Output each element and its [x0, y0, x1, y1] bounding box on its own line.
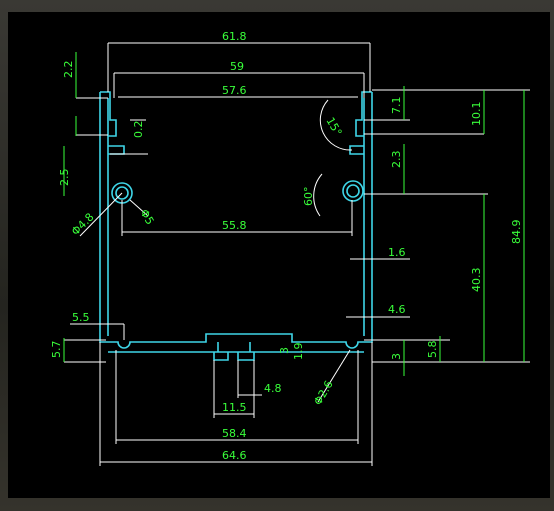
dim-84-9: 84.9: [510, 220, 523, 245]
dia-4-8: Φ4.8: [69, 210, 97, 238]
dim-2-2: 2.2: [62, 61, 75, 79]
center-boss: [217, 342, 251, 352]
dim-64-6: 64.6: [222, 449, 247, 462]
dim-3: 3: [390, 353, 403, 360]
dim-40-3: 40.3: [470, 268, 483, 293]
dim-2-5: 2.5: [58, 169, 71, 187]
dim-3-small: 3: [278, 347, 291, 354]
center-slot: [213, 352, 255, 361]
dim-5-7: 5.7: [50, 341, 63, 359]
cad-drawing-screen: [8, 12, 550, 498]
dim-57-6: 57.6: [222, 84, 247, 97]
dimension-lines: [64, 42, 530, 466]
angle-15: 15°: [323, 115, 344, 138]
dimension-labels: 61.8 59 57.6 55.8 58.4 64.6 11.5 4.8 5.5…: [50, 30, 523, 462]
left-screw-hole: [115, 186, 129, 200]
left-wall-outer: [99, 92, 112, 343]
dim-61-8: 61.8: [222, 30, 247, 43]
dim-4-8: 4.8: [264, 382, 282, 395]
angle-60: 60°: [302, 187, 315, 207]
dim-0-2: 0.2: [132, 121, 145, 139]
right-screw-hole: [346, 184, 360, 198]
dim-10-1: 10.1: [470, 102, 483, 127]
right-rail: [349, 145, 364, 155]
right-screw-ring: [342, 180, 364, 202]
dim-58-4: 58.4: [222, 427, 247, 440]
dim-59: 59: [230, 60, 244, 73]
dim-4-6: 4.6: [388, 303, 406, 316]
dia-2-6: Φ2.6: [311, 378, 335, 407]
dim-1-6: 1.6: [388, 246, 406, 259]
dim-7-1: 7.1: [390, 97, 403, 115]
vertical-dimension-lines: [63, 52, 525, 376]
dim-5-5: 5.5: [72, 311, 90, 324]
bottom-plate: [112, 333, 362, 349]
dia-5: Φ5: [137, 207, 156, 227]
dim-55-8: 55.8: [222, 219, 247, 232]
dim-2-3: 2.3: [390, 151, 403, 169]
dim-1-9: 1.9: [292, 343, 305, 361]
dim-5-8: 5.8: [426, 341, 439, 359]
left-rail: [108, 145, 125, 155]
dim-11-5: 11.5: [222, 401, 247, 414]
